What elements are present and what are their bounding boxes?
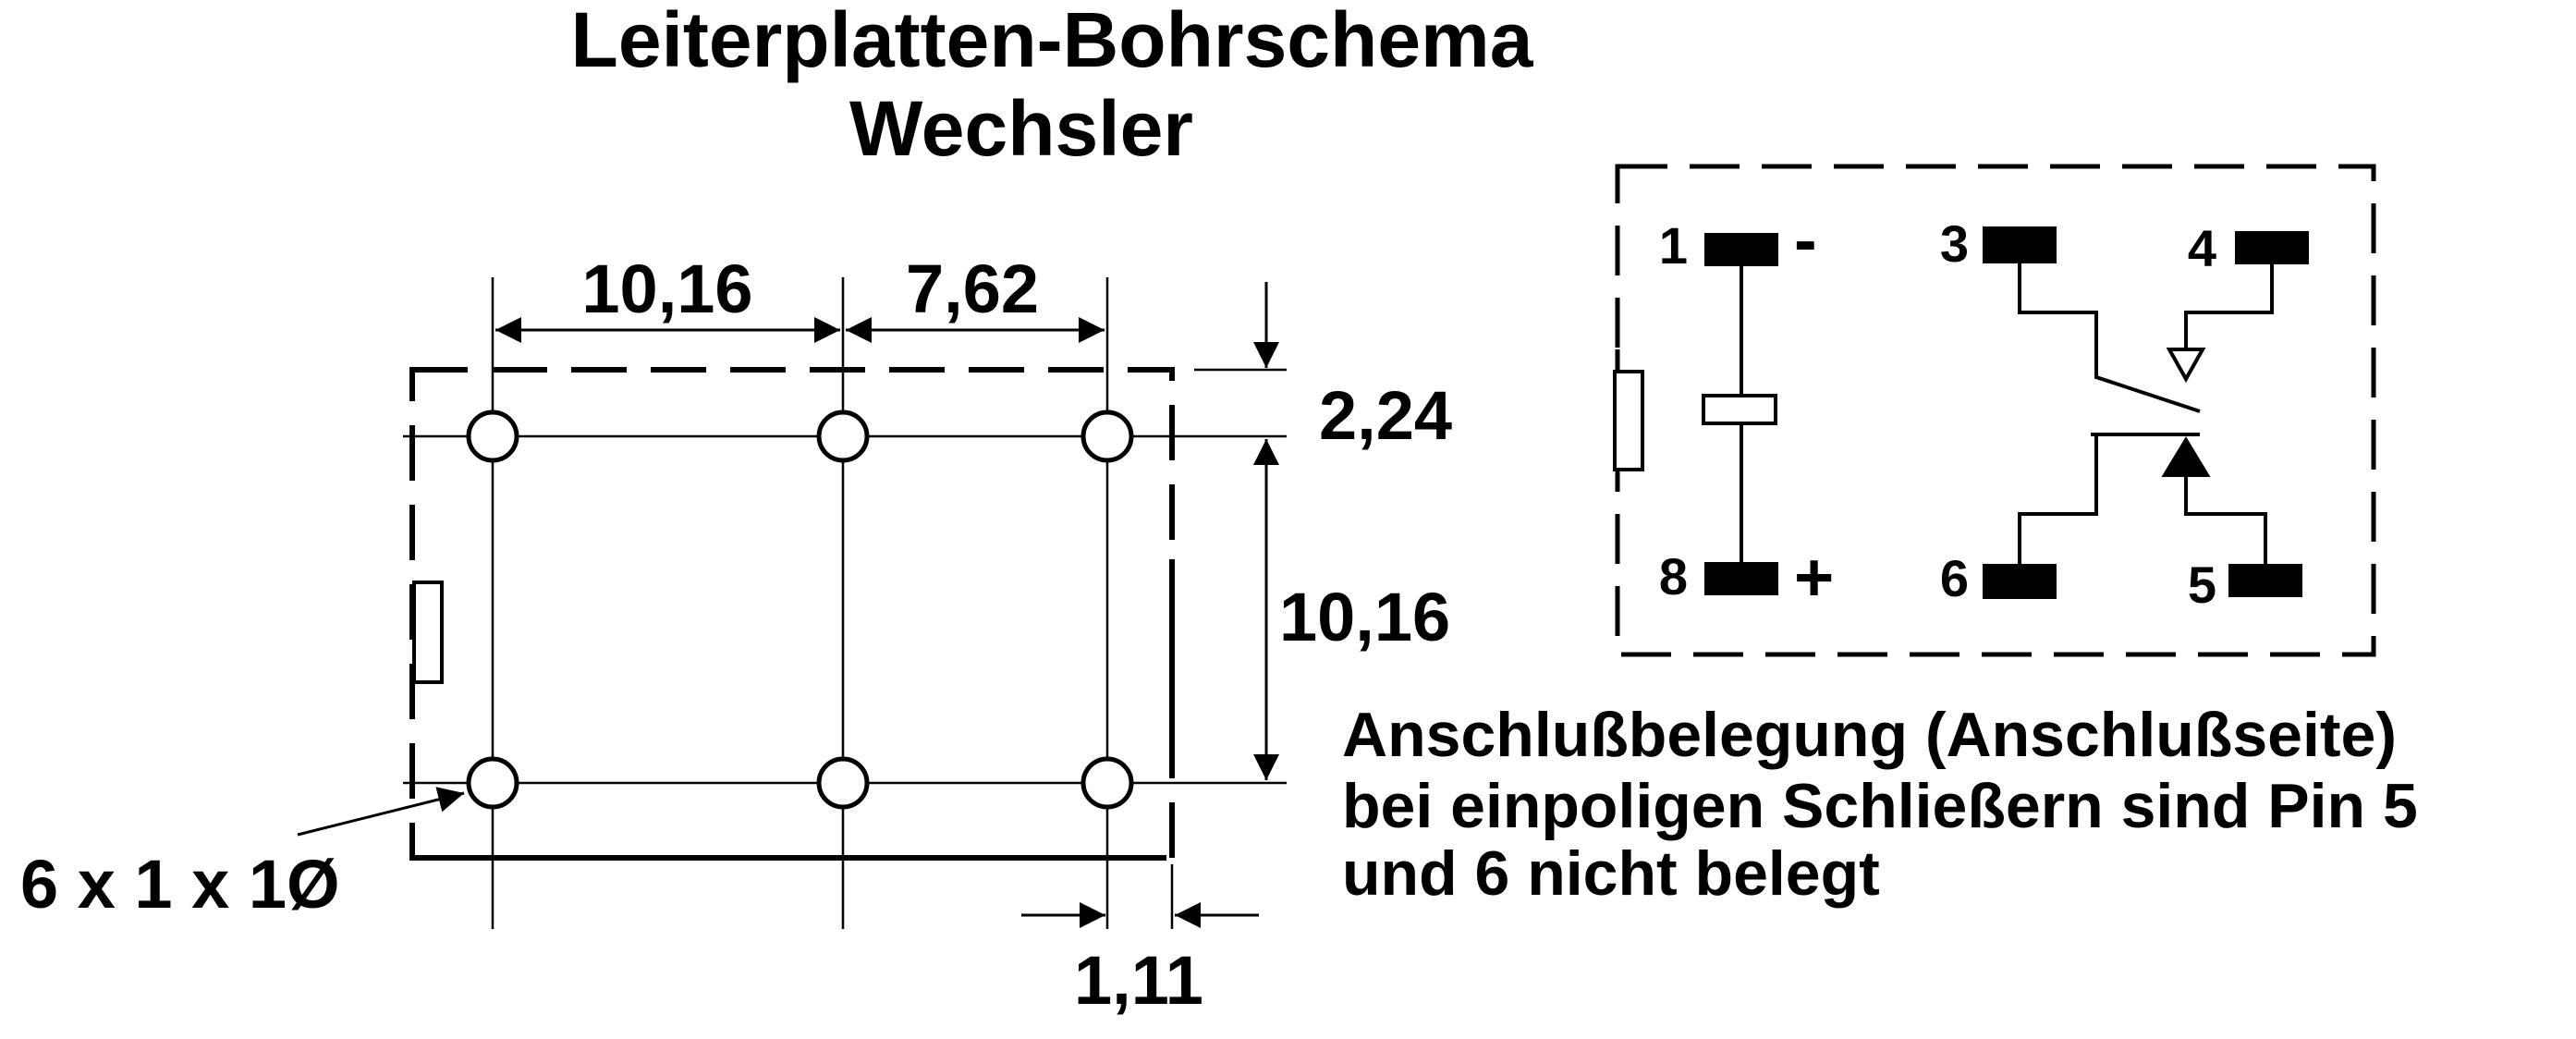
- pin-pad-4: [2235, 231, 2309, 264]
- hole-spec-label: 6 x 1 x 1Ø: [20, 846, 340, 923]
- pin-pads: [1704, 226, 2309, 599]
- pin-label-5: 5: [2188, 556, 2216, 614]
- title-line-2: Wechsler: [849, 85, 1193, 172]
- orientation-mark: [412, 581, 444, 684]
- drill-hole: [816, 756, 870, 810]
- pin-label-3: 3: [1940, 214, 1969, 273]
- drill-hole: [816, 409, 870, 463]
- pin-label-4: 4: [2188, 219, 2216, 277]
- coil-symbol: [1702, 266, 1777, 562]
- drill-holes: [466, 409, 1134, 810]
- dimension-lines: [297, 282, 1279, 928]
- caption-line-3: und 6 nicht belegt: [1342, 838, 1880, 909]
- drill-hole: [1080, 756, 1134, 810]
- pin-label-6: 6: [1940, 549, 1969, 607]
- pin-pad-5: [2228, 564, 2302, 597]
- dim-label-vertical-top: 2,24: [1319, 377, 1452, 454]
- pin-label-8-polarity: +: [1794, 539, 1834, 616]
- pin-label-1-polarity: -: [1794, 202, 1817, 278]
- drill-hole: [466, 756, 519, 810]
- nc-contact-triangle: [2161, 436, 2211, 477]
- pin-pad-8: [1704, 562, 1778, 595]
- pinout-orientation-mark: [1613, 370, 1644, 471]
- dim-label-vertical-main: 10,16: [1279, 579, 1450, 655]
- pin-pad-3: [1983, 226, 2057, 263]
- pin-pad-6: [1983, 564, 2057, 599]
- hole-leader-line: [297, 787, 465, 837]
- dim-label-horizontal-left: 10,16: [581, 251, 752, 327]
- drill-hole: [1080, 409, 1134, 463]
- drilling-scheme: [297, 277, 1287, 929]
- dim-label-horizontal-right: 7,62: [906, 251, 1039, 327]
- dim-label-bottom: 1,11: [1074, 942, 1203, 1019]
- pin-label-8: 8: [1659, 547, 1688, 605]
- pinout-frame: [1613, 164, 2376, 657]
- no-contact-triangle: [2166, 348, 2206, 384]
- caption-line-2: bei einpoligen Schließern sind Pin 5: [1342, 771, 2418, 841]
- switch-symbol: [2018, 263, 2274, 564]
- drill-hole: [466, 409, 519, 463]
- pin-label-1: 1: [1659, 216, 1688, 275]
- pinout-diagram: [1613, 164, 2376, 657]
- relay-outline: [409, 367, 1175, 861]
- center-lines: [403, 277, 1287, 929]
- caption-line-1: Anschlußbelegung (Anschlußseite): [1342, 700, 2397, 770]
- pin-pad-1: [1704, 233, 1778, 266]
- title-line-1: Leiterplatten-Bohrschema: [571, 0, 1534, 83]
